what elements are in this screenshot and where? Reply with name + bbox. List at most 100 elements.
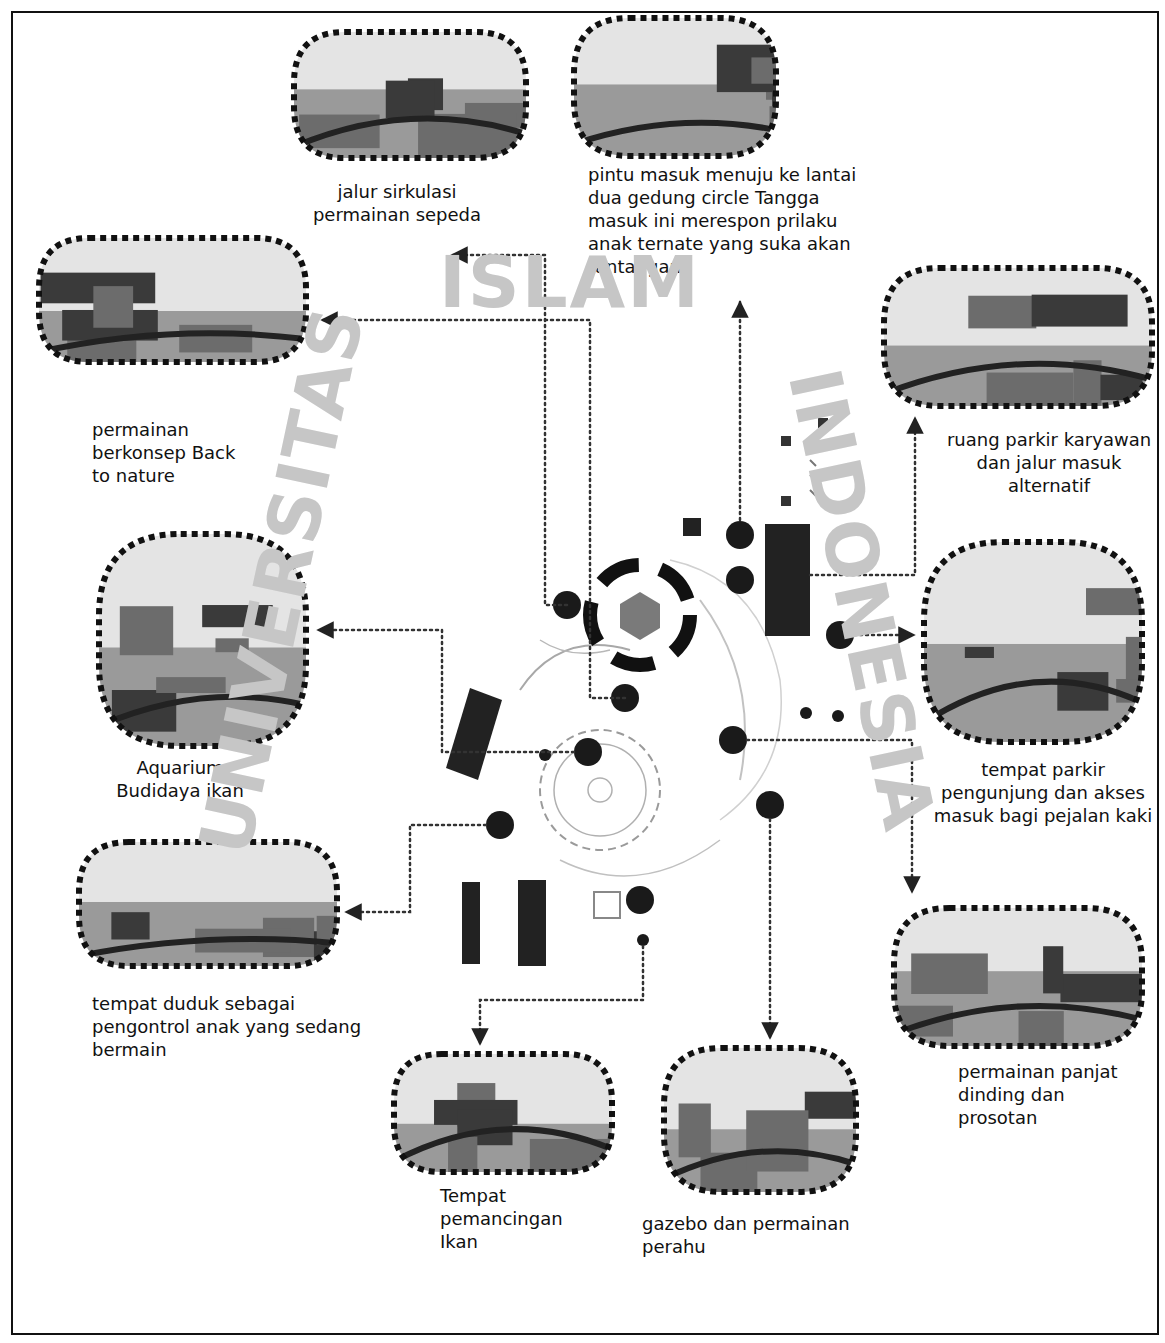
photo-callout: pintu masuk menuju ke lantai dua gedung …	[570, 14, 780, 160]
dashed-outline	[294, 32, 526, 158]
photo-detail	[920, 644, 1146, 746]
photo-detail	[1032, 295, 1128, 327]
photo-detail	[679, 1104, 711, 1158]
site-plan	[540, 730, 660, 850]
photo-caption: ruang parkir karyawan dan jalur masuk al…	[946, 428, 1152, 497]
photo-image	[660, 1044, 860, 1196]
photo-detail	[805, 1092, 860, 1119]
photo-detail	[1057, 672, 1108, 711]
photo-detail	[968, 296, 1036, 329]
dashed-outline	[39, 238, 306, 362]
photo-caption: gazebo dan permainan perahu	[642, 1212, 864, 1258]
site-plan	[726, 566, 754, 594]
dashed-outline	[394, 1054, 612, 1172]
page-frame	[12, 12, 1158, 1334]
photo-image	[890, 904, 1146, 1050]
photo-detail	[660, 1151, 860, 1181]
site-plan	[446, 688, 502, 780]
dashed-outline	[664, 1048, 856, 1192]
site-plan	[486, 521, 854, 946]
photo-image	[390, 1050, 616, 1176]
site-plan	[462, 882, 480, 964]
photo-image	[290, 28, 530, 162]
photo-caption: permainan berkonsep Back to nature	[92, 418, 242, 487]
site-plan	[486, 811, 514, 839]
photo-caption: jalur sirkulasi permainan sepeda	[312, 180, 482, 226]
photo-frame	[390, 1050, 616, 1176]
photo-detail	[880, 346, 1156, 410]
site-plan	[560, 840, 720, 876]
photo-detail	[93, 286, 133, 328]
site-plan	[540, 640, 610, 653]
photo-callout: gazebo dan permainan perahu	[660, 1044, 860, 1196]
photo-detail	[570, 123, 780, 146]
photo-callout: tempat parkir pengunjung dan akses masuk…	[920, 538, 1146, 746]
photo-detail	[120, 606, 173, 655]
site-plan	[765, 524, 810, 636]
site-plan	[446, 418, 854, 966]
photo-detail	[920, 682, 1146, 726]
dashed-outline	[574, 18, 776, 156]
photo-detail	[75, 902, 341, 970]
photo-detail	[35, 333, 310, 353]
leader-lines	[739, 302, 742, 520]
photo-detail	[880, 364, 1156, 396]
photo-image	[75, 838, 341, 970]
photo-frame	[35, 234, 310, 366]
photo-detail	[860, 1144, 861, 1177]
site-plan	[520, 645, 630, 690]
site-plan	[800, 707, 812, 719]
photo-detail	[911, 953, 988, 994]
photo-image	[35, 234, 310, 366]
site-plan	[700, 600, 745, 780]
watermark-text: ISLAM	[439, 240, 701, 324]
photo-callout: Tempat pemancingan Ikan	[390, 1050, 616, 1176]
leader-lines	[346, 825, 486, 912]
photo-frame	[890, 904, 1146, 1050]
photo-detail	[1043, 946, 1063, 993]
site-plan	[518, 880, 546, 966]
site-plan	[594, 892, 620, 918]
photo-image	[920, 538, 1146, 746]
leader-lines	[769, 819, 772, 1038]
site-plan	[726, 521, 754, 549]
dashed-outline	[924, 542, 1142, 742]
photo-frame	[880, 264, 1156, 410]
site-plan	[781, 496, 791, 506]
dashed-outline	[79, 842, 337, 966]
photo-frame	[570, 14, 780, 160]
photo-frame	[920, 538, 1146, 746]
photo-caption: tempat parkir pengunjung dan akses masuk…	[932, 758, 1154, 827]
photo-detail	[746, 1110, 808, 1171]
site-plan	[574, 738, 602, 766]
photo-detail	[1060, 974, 1146, 1002]
site-plan	[719, 726, 747, 754]
site-plan	[756, 791, 784, 819]
photo-detail	[290, 119, 530, 149]
site-plan	[590, 565, 690, 665]
photo-frame	[290, 28, 530, 162]
photo-detail	[75, 939, 341, 957]
photo-caption: tempat duduk sebagai pengontrol anak yan…	[92, 992, 367, 1061]
photo-caption: permainan panjat dinding dan prosotan	[958, 1060, 1138, 1129]
leader-lines	[480, 946, 643, 1044]
photo-callout: permainan panjat dinding dan prosotan	[890, 904, 1146, 1050]
dashed-outline	[884, 268, 1152, 406]
photo-detail	[890, 1006, 1146, 1036]
site-plan	[637, 934, 649, 946]
photo-detail	[386, 81, 435, 119]
photo-callout: jalur sirkulasi permainan sepeda	[290, 28, 530, 162]
photo-detail	[390, 1129, 616, 1163]
photo-image	[570, 14, 780, 160]
photo-image	[880, 264, 1156, 410]
site-plan	[620, 592, 660, 640]
photo-frame	[660, 1044, 860, 1196]
site-plan	[626, 886, 654, 914]
site-plan	[683, 518, 701, 536]
photo-callout: tempat duduk sebagai pengontrol anak yan…	[75, 838, 341, 970]
photo-detail	[111, 912, 149, 939]
photo-callout: permainan berkonsep Back to nature	[35, 234, 310, 366]
photo-detail	[179, 325, 252, 353]
photo-detail	[965, 647, 994, 658]
site-plan	[588, 778, 612, 802]
